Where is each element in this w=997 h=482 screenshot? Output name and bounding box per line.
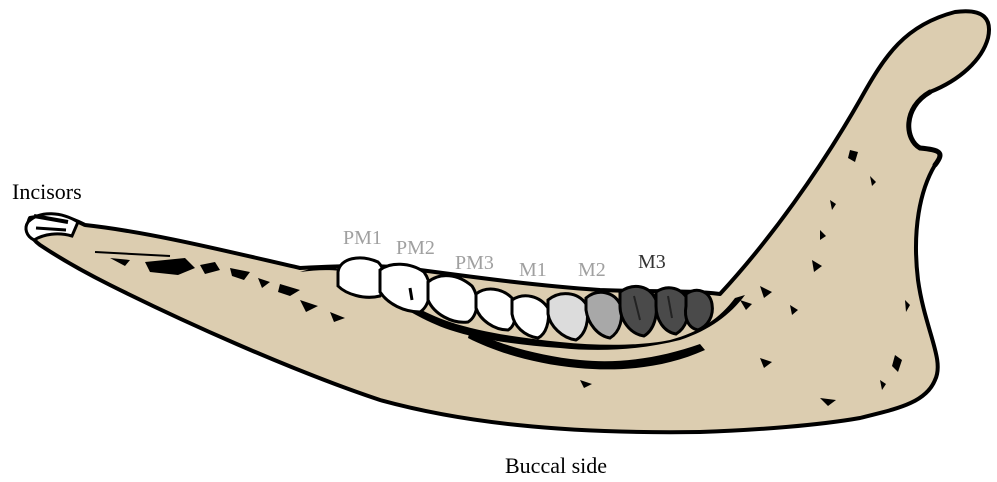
tooth-pm1 — [338, 258, 385, 297]
label-m3: M3 — [638, 251, 666, 273]
label-m2: M2 — [578, 259, 606, 281]
label-buccal-side: Buccal side — [505, 453, 607, 478]
tooth-pm2-line — [410, 288, 412, 300]
label-pm1: PM1 — [343, 227, 382, 249]
mandible-bone — [28, 11, 989, 432]
label-pm3: PM3 — [455, 252, 494, 274]
label-m1: M1 — [519, 259, 547, 281]
label-incisors: Incisors — [12, 179, 82, 204]
label-pm2: PM2 — [396, 237, 435, 259]
tooth-m3 — [686, 290, 713, 330]
